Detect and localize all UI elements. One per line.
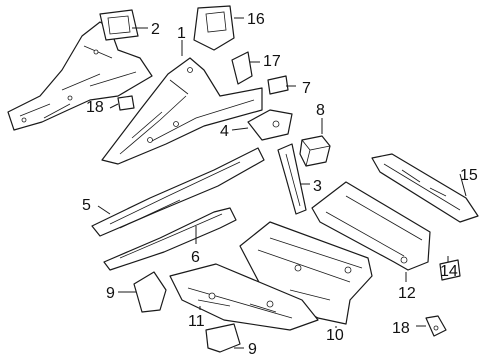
callout-15: 17 (263, 53, 281, 70)
part-18-bracket (425, 315, 447, 337)
callout-4: 4 (220, 123, 229, 140)
part-3-pillar-bracket (277, 143, 307, 215)
callout-7: 7 (302, 80, 311, 97)
part-11-floor-panel (169, 263, 319, 331)
callout-18: 18 (392, 320, 410, 337)
callout-5: 5 (82, 197, 91, 214)
part-4-bracket (247, 109, 293, 141)
callout-16: 18 (86, 99, 104, 116)
callout-8: 8 (316, 102, 325, 119)
leader-lines (97, 17, 467, 349)
callout-11: 11 (188, 313, 205, 330)
part-16-clip (117, 95, 135, 111)
callout-12: 12 (398, 285, 416, 302)
callout-13: 15 (460, 167, 478, 184)
callout-14: 16 (247, 11, 265, 28)
callout-1: 1 (177, 25, 186, 42)
part-2-rear-rail-assembly (7, 9, 153, 131)
callout-10: 10 (326, 327, 344, 344)
part-1-side-member (101, 57, 263, 165)
part-13-rear-panel (371, 153, 479, 223)
callout-9-upper: 9 (106, 285, 115, 302)
callout-6: 6 (191, 249, 200, 266)
part-12-cross-member (311, 181, 431, 271)
part-8-box (299, 135, 331, 167)
part-15-bracket (231, 51, 253, 85)
part-9-bracket-upper (133, 271, 167, 313)
callout-17: 14 (440, 263, 458, 280)
part-9-bracket-lower (205, 323, 241, 353)
callout-labels: 2 16 1 17 7 18 8 4 5 3 15 6 14 9 12 11 1… (82, 11, 478, 358)
part-14-bracket (193, 5, 235, 51)
part-6-rail (103, 207, 237, 271)
callout-9-lower: 9 (248, 341, 257, 358)
part-17-bracket (439, 259, 461, 281)
part-5-long-rail (91, 147, 265, 237)
callout-2: 2 (151, 21, 160, 38)
callout-3: 3 (313, 178, 322, 195)
part-7-block (267, 75, 289, 95)
